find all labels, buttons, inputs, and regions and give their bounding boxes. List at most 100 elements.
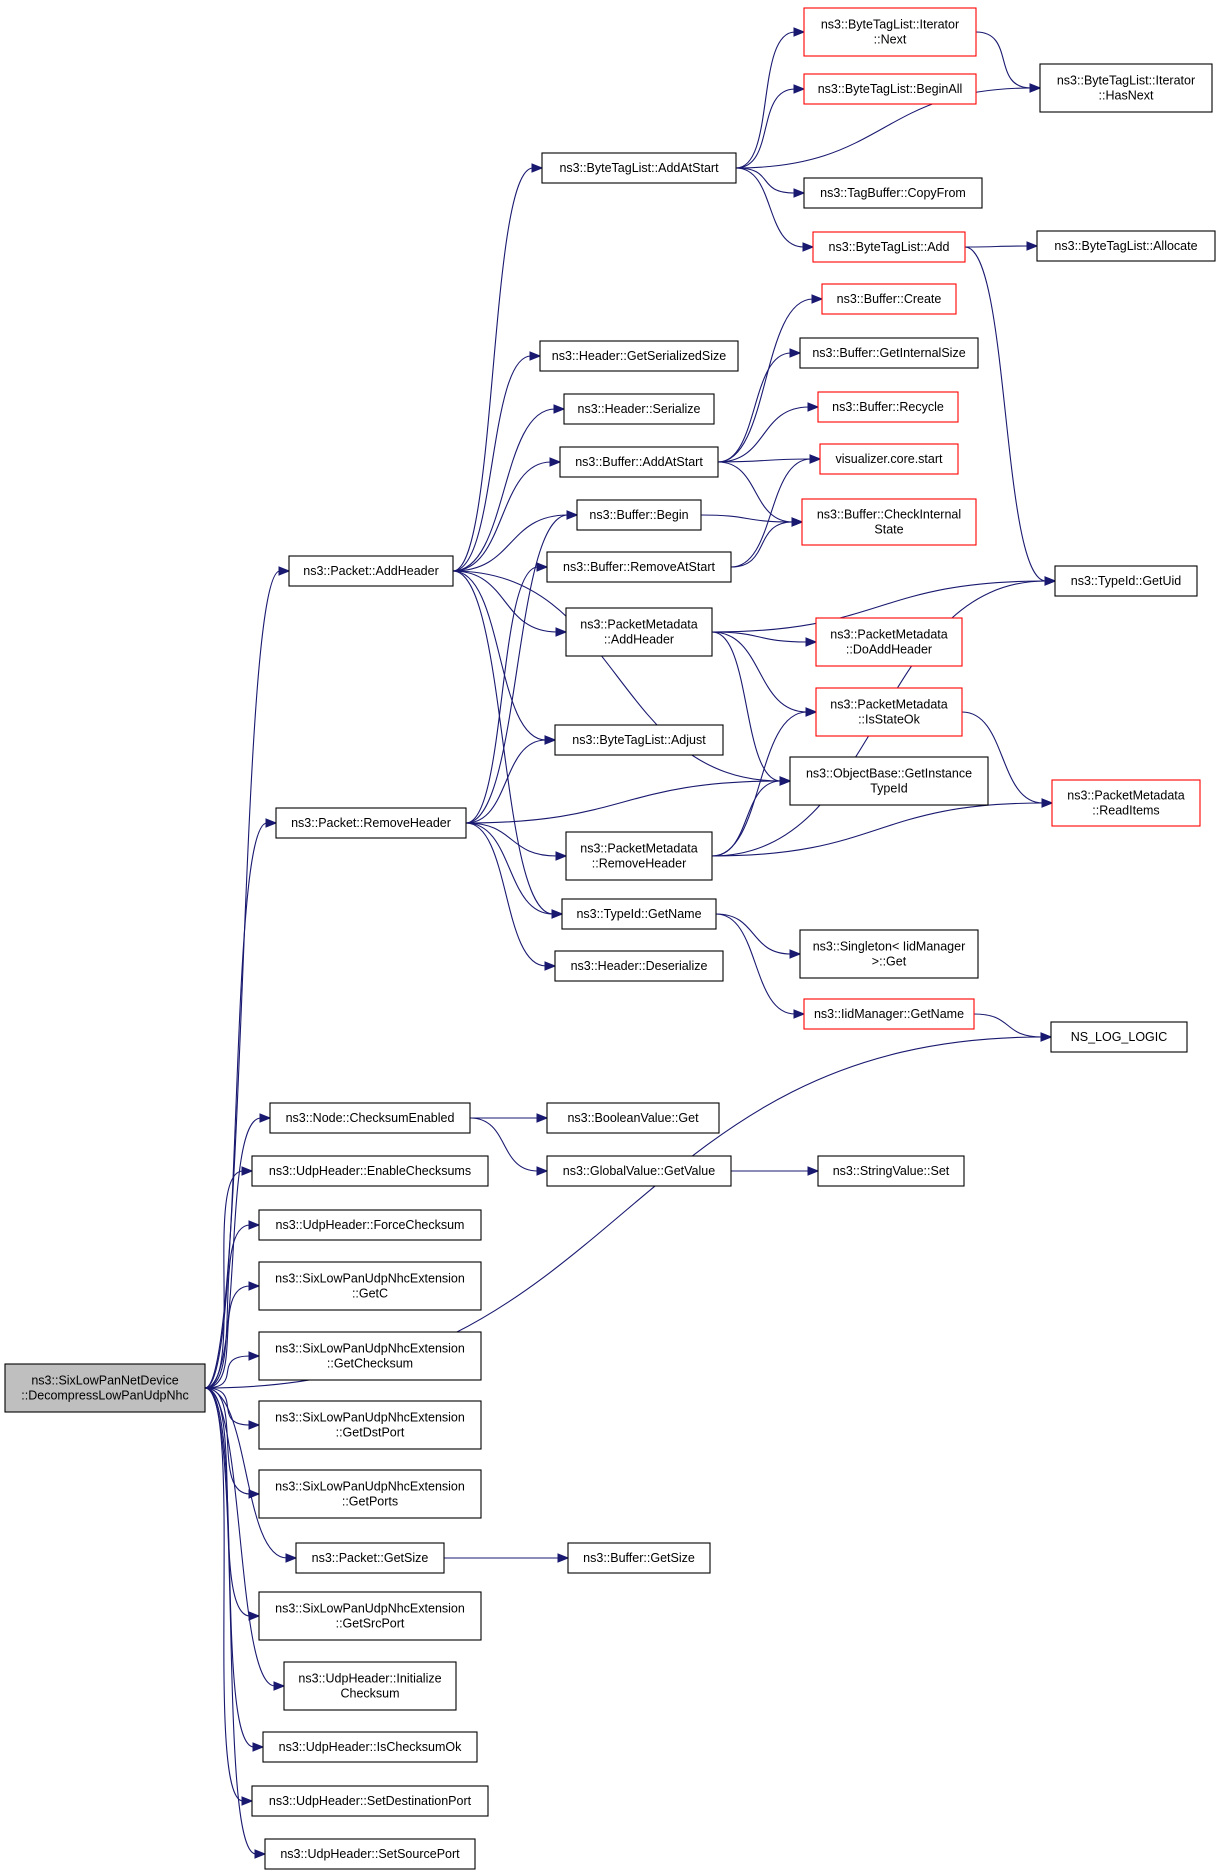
node-typeid-getname[interactable]: ns3::TypeId::GetName <box>561 898 717 930</box>
node-box <box>1039 63 1213 113</box>
node-buf-recycle[interactable]: ns3::Buffer::Recycle <box>817 391 959 423</box>
node-box <box>258 1261 482 1311</box>
node-label: ns3::Buffer::GetInternalSize <box>812 346 965 360</box>
edge-pkt_addheader-to-btl_addatstart <box>452 163 544 572</box>
node-label: >::Get <box>872 955 907 969</box>
node-bool-get[interactable]: ns3::BooleanValue::Get <box>546 1102 720 1134</box>
node-udp-isok[interactable]: ns3::UdpHeader::IsChecksumOk <box>262 1731 478 1763</box>
edge-arrowhead <box>551 909 564 919</box>
node-pm-doaddheader[interactable]: ns3::PacketMetadata::DoAddHeader <box>815 617 963 667</box>
node-box <box>258 1209 482 1241</box>
node-label: ns3::StringValue::Set <box>833 1164 950 1178</box>
node-pm-removeheader[interactable]: ns3::PacketMetadata::RemoveHeader <box>565 831 713 881</box>
node-box <box>258 1591 482 1641</box>
edge-line <box>204 1224 251 1389</box>
edge-line <box>735 87 1032 169</box>
node-singleton-get[interactable]: ns3::Singleton< IidManager >::Get <box>799 929 979 979</box>
node-sv-set[interactable]: ns3::StringValue::Set <box>817 1155 965 1187</box>
node-label: ns3::PacketMetadata <box>830 698 947 712</box>
edge-arrowhead <box>544 735 557 745</box>
edge-line <box>465 566 539 824</box>
node-btl-add[interactable]: ns3::ByteTagList::Add <box>812 231 966 263</box>
node-udp-enable[interactable]: ns3::UdpHeader::EnableChecksums <box>251 1155 489 1187</box>
node-ext-getports[interactable]: ns3::SixLowPanUdpNhcExtension::GetPorts <box>258 1469 482 1519</box>
node-btl-addatstart[interactable]: ns3::ByteTagList::AddAtStart <box>541 152 737 184</box>
node-buf-begin[interactable]: ns3::Buffer::Begin <box>576 499 702 531</box>
node-buf-getinternalsize[interactable]: ns3::Buffer::GetInternalSize <box>799 337 979 369</box>
edge-arrowhead <box>555 627 568 637</box>
node-typeid-getuid[interactable]: ns3::TypeId::GetUid <box>1054 565 1198 597</box>
edge-line <box>735 167 796 194</box>
node-box <box>803 177 983 209</box>
edge-line <box>717 298 814 463</box>
node-gv-getvalue[interactable]: ns3::GlobalValue::GetValue <box>546 1155 732 1187</box>
node-box <box>269 1102 471 1134</box>
node-ext-getcksum[interactable]: ns3::SixLowPanUdpNhcExtension::GetChecks… <box>258 1331 482 1381</box>
edge-arrowhead <box>793 188 806 198</box>
node-hdr-getser[interactable]: ns3::Header::GetSerializedSize <box>539 340 739 372</box>
node-tb-copyfrom[interactable]: ns3::TagBuffer::CopyFrom <box>803 177 983 209</box>
edge-arrowhead <box>1040 1032 1053 1042</box>
node-box <box>561 898 717 930</box>
edge-pkt_removeheader-to-typeid_getname <box>465 822 564 919</box>
edge-arrowhead <box>793 27 806 37</box>
node-udp-force[interactable]: ns3::UdpHeader::ForceChecksum <box>258 1209 482 1241</box>
node-hdr-serialize[interactable]: ns3::Header::Serialize <box>563 393 715 425</box>
node-pm-isstateok[interactable]: ns3::PacketMetadata::IsStateOk <box>815 687 963 737</box>
node-label: ns3::Buffer::Create <box>837 292 942 306</box>
node-pkt-getsize[interactable]: ns3::Packet::GetSize <box>295 1542 445 1574</box>
node-label: ns3::Buffer::GetSize <box>583 1551 695 1565</box>
node-udp-setdst[interactable]: ns3::UdpHeader::SetDestinationPort <box>251 1785 489 1817</box>
node-root[interactable]: ns3::SixLowPanNetDevice::DecompressLowPa… <box>4 1363 206 1413</box>
edge-line <box>975 31 1032 89</box>
node-node-cksum[interactable]: ns3::Node::ChecksumEnabled <box>269 1102 471 1134</box>
node-box <box>295 1542 445 1574</box>
edge-btl_addatstart-to-tb_copyfrom <box>735 167 806 198</box>
node-buf-getsize[interactable]: ns3::Buffer::GetSize <box>567 1542 711 1574</box>
edge-pm_addheader-to-pm_doaddheader <box>711 631 818 647</box>
node-iid-getname[interactable]: ns3::IidManager::GetName <box>803 998 975 1030</box>
edge-root-to-udp_isok <box>204 1387 265 1752</box>
node-ext-getsrc[interactable]: ns3::SixLowPanUdpNhcExtension::GetSrcPor… <box>258 1591 482 1641</box>
node-label: ns3::Header::Serialize <box>578 402 701 416</box>
edge-arrowhead <box>793 84 806 94</box>
node-udp-setsrc[interactable]: ns3::UdpHeader::SetSourcePort <box>264 1838 476 1870</box>
node-btl-it-hasnext[interactable]: ns3::ByteTagList::Iterator::HasNext <box>1039 63 1213 113</box>
edge-root-to-ext_getc <box>204 1281 261 1389</box>
edge-line <box>717 352 792 463</box>
edge-arrowhead <box>536 562 549 572</box>
node-label: ns3::IidManager::GetName <box>814 1007 964 1021</box>
node-btl-it-next[interactable]: ns3::ByteTagList::Iterator::Next <box>803 7 977 57</box>
node-pm-addheader[interactable]: ns3::PacketMetadata::AddHeader <box>565 607 713 657</box>
edge-pkt_addheader-to-hdr_getser <box>452 351 542 572</box>
node-pm-readitems[interactable]: ns3::PacketMetadata::ReadItems <box>1051 779 1201 827</box>
node-ext-getc[interactable]: ns3::SixLowPanUdpNhcExtension::GetC <box>258 1261 482 1311</box>
node-btl-allocate[interactable]: ns3::ByteTagList::Allocate <box>1036 230 1216 262</box>
node-buf-removeatstart[interactable]: ns3::Buffer::RemoveAtStart <box>546 551 732 583</box>
edge-arrowhead <box>278 566 291 576</box>
edge-arrowhead <box>252 1742 265 1752</box>
node-pkt-removeheader[interactable]: ns3::Packet::RemoveHeader <box>275 807 467 839</box>
edge-arrowhead <box>248 1220 261 1230</box>
node-buf-create[interactable]: ns3::Buffer::Create <box>821 283 957 315</box>
node-btl-adjust[interactable]: ns3::ByteTagList::Adjust <box>554 724 724 756</box>
node-box <box>799 929 979 979</box>
edge-arrowhead <box>555 851 568 861</box>
edge-line <box>465 739 547 824</box>
node-label: ns3::PacketMetadata <box>580 618 697 632</box>
node-pkt-addheader[interactable]: ns3::Packet::AddHeader <box>288 555 454 587</box>
node-label: ::ReadItems <box>1092 804 1159 818</box>
node-nslog[interactable]: NS_LOG_LOGIC <box>1050 1021 1188 1053</box>
node-ext-getdst[interactable]: ns3::SixLowPanUdpNhcExtension::GetDstPor… <box>258 1400 482 1450</box>
node-btl-beginall[interactable]: ns3::ByteTagList::BeginAll <box>803 73 977 105</box>
node-box <box>258 1331 482 1381</box>
node-box <box>258 1469 482 1519</box>
node-vis-start[interactable]: visualizer.core.start <box>819 443 959 475</box>
node-buf-addatstart[interactable]: ns3::Buffer::AddAtStart <box>559 446 719 478</box>
edge-arrowhead <box>544 961 557 971</box>
edge-line <box>204 1170 244 1389</box>
node-hdr-deserialize[interactable]: ns3::Header::Deserialize <box>554 950 724 982</box>
